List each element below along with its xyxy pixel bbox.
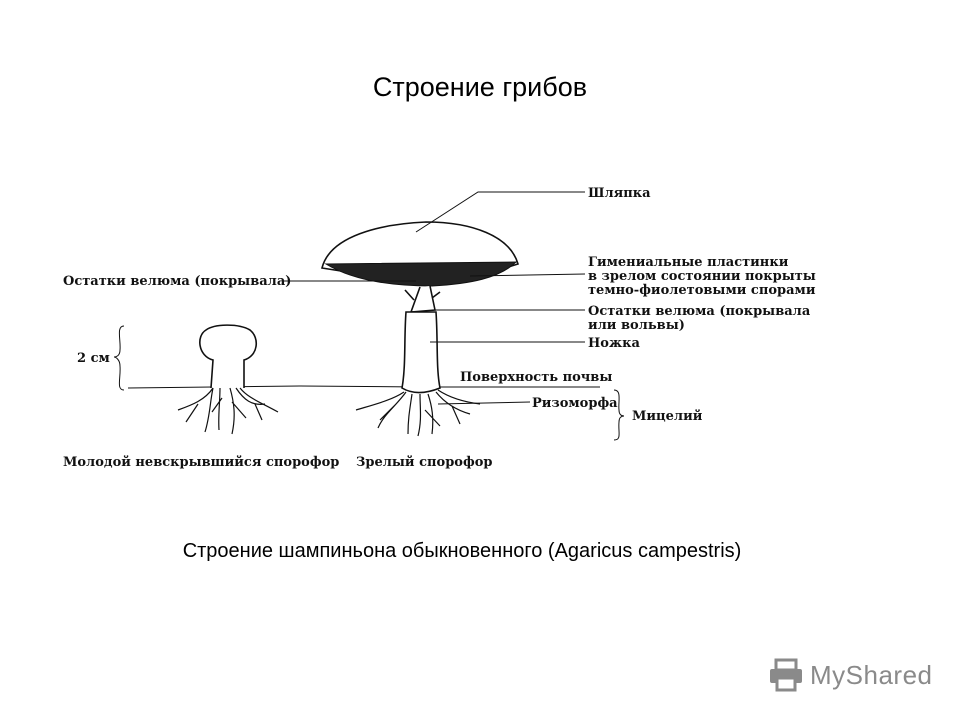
printer-logo-icon bbox=[770, 658, 802, 692]
gills-label-line3: темно-фиолетовыми спорами bbox=[588, 283, 816, 298]
stem-label: Ножка bbox=[588, 336, 640, 351]
mycelium-bracket bbox=[613, 389, 625, 441]
gills-label-line2: в зрелом состоянии покрыты bbox=[588, 269, 816, 284]
soil-label: Поверхность почвы bbox=[460, 370, 612, 385]
veil-right-label-line1: Остатки велюма (покрывала bbox=[588, 304, 811, 319]
figure-caption: Строение шампиньона обыкновенного (Agari… bbox=[182, 540, 742, 562]
slide-title: Строение грибов bbox=[372, 72, 588, 102]
veil-right-label-line2: или вольвы) bbox=[588, 318, 685, 333]
veil-left-label: Остатки велюма (покрывала) bbox=[63, 274, 291, 289]
stem-shape bbox=[401, 311, 441, 394]
young-sporophore bbox=[177, 324, 279, 435]
cap-shape bbox=[321, 221, 519, 275]
gills-label-line1: Гимениальные пластинки bbox=[588, 255, 789, 270]
scale-label: 2 см bbox=[77, 351, 110, 366]
scale-bracket bbox=[113, 325, 125, 391]
rhizomorph-label: Ризоморфа bbox=[532, 396, 618, 411]
cap-label: Шляпка bbox=[588, 186, 651, 201]
mature-sporophore bbox=[321, 221, 519, 437]
watermark: MyShared bbox=[768, 655, 933, 695]
gills-shape bbox=[324, 261, 518, 287]
rhizomorph-leader-line bbox=[437, 401, 531, 405]
soil-surface-line bbox=[127, 385, 600, 389]
cap-leader-line bbox=[415, 191, 585, 233]
watermark-brand: MyShared bbox=[810, 659, 933, 690]
young-sporophore-label: Молодой невскрывшийся спорофор bbox=[63, 455, 339, 470]
mature-sporophore-label: Зрелый спорофор bbox=[356, 455, 492, 470]
mycelium-label: Мицелий bbox=[632, 409, 703, 424]
gills-leader-line bbox=[469, 273, 586, 277]
